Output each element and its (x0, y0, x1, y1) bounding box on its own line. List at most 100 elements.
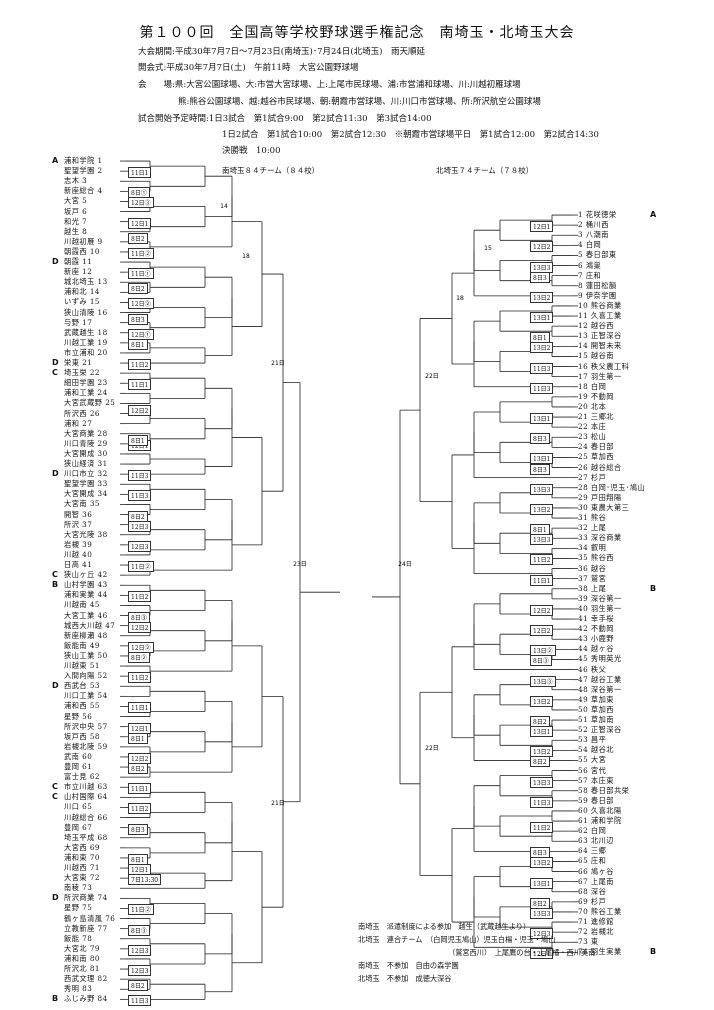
game-label: 12日② (128, 298, 154, 310)
team-name: 1 花咲徳栄 (578, 210, 617, 220)
info-line: 大会期間:平成30年7月7日〜7月23日(南埼玉)･7月24日(北埼玉) 雨天順… (138, 47, 425, 57)
team-name: 浦和北 14 (64, 287, 100, 297)
game-label: 12日3 (530, 928, 554, 940)
team-name: 37 鷲宮 (578, 573, 607, 583)
team-name: 栄東 21 (64, 358, 93, 368)
seed-mark: D (52, 257, 59, 267)
team-name: 大宮武蔵野 25 (64, 398, 116, 408)
game-label: 11日3 (530, 362, 554, 374)
game-label: 8日3 (530, 463, 550, 475)
game-label: 13日2 (530, 695, 554, 707)
team-name: 14 開智未来 (578, 341, 622, 351)
team-name: 66 鳩ヶ谷 (578, 866, 614, 876)
game-label: 7日13:30 (128, 874, 162, 886)
team-name: 和光 7 (64, 216, 88, 226)
team-name: 5 春日部東 (578, 250, 617, 260)
team-name: 3 八潮南 (578, 230, 609, 240)
team-name: 細田学園 23 (64, 378, 108, 388)
team-name: 大宮商業 28 (64, 428, 108, 438)
notes: 南埼玉 派遣制度による参加 越生（武蔵越生より） 北埼玉 連合チーム （白岡児玉… (358, 920, 595, 985)
team-name: 山村国際 64 (64, 792, 108, 802)
team-name: 狭山ヶ丘 42 (64, 570, 108, 580)
round-date-label: 15 (484, 245, 492, 252)
team-name: 朝霞西 10 (64, 246, 100, 256)
team-name: 川越工業 19 (64, 337, 108, 347)
page-title: 第１００回 全国高等学校野球選手権記念 南埼玉・北埼玉大会 (139, 25, 575, 41)
team-name: 61 浦和学院 (578, 816, 622, 826)
team-name: 城西大川越 47 (64, 620, 116, 630)
team-name: 63 北川辺 (578, 836, 614, 846)
team-name: 川越初雁 9 (64, 236, 103, 246)
team-name: 狭山経済 31 (64, 459, 108, 469)
round-date-label: 23日 (293, 561, 307, 568)
game-label: 8日③ (128, 924, 150, 936)
team-name: 埼玉平成 68 (64, 832, 108, 842)
team-name: 35 熊谷西 (578, 553, 614, 563)
team-name: 58 春日部共栄 (578, 785, 630, 795)
team-name: 40 羽生第一 (578, 603, 622, 613)
team-name: 16 秩父農工科 (578, 361, 630, 371)
team-name: 川口市立 32 (64, 469, 108, 479)
team-name: 城北埼玉 13 (64, 277, 108, 287)
info-line: 1日2試合 第1試合10:00 第2試合12:30 ※朝霞市営球場平日 第1試合… (222, 130, 599, 140)
game-label: 11日1 (128, 379, 152, 391)
note-line: 北埼玉 不参加 成徳大深谷 (358, 974, 452, 983)
team-name: 所沢 37 (64, 519, 93, 529)
game-label: 8日1 (128, 732, 148, 744)
seed-mark: A (650, 210, 657, 220)
team-name: 星野 56 (64, 711, 93, 721)
team-name: 開智 36 (64, 509, 93, 519)
seed-mark: B (52, 994, 59, 1004)
team-name: 26 越谷総合 (578, 462, 622, 472)
game-label: 11日2 (128, 591, 152, 603)
team-name: 34 叡明 (578, 543, 607, 553)
team-name: 市立浦和 20 (64, 347, 108, 357)
game-label: 8日1 (128, 434, 148, 446)
team-name: 70 熊谷工業 (578, 906, 622, 916)
team-name: 新座 12 (64, 267, 93, 277)
round-date-label: 24日 (398, 561, 412, 568)
team-name: 浦和工業 24 (64, 388, 108, 398)
round-date-label: 22日 (425, 745, 439, 752)
game-label: 11日3 (530, 382, 554, 394)
team-name: 60 久喜北陽 (578, 805, 622, 815)
team-name: 62 白岡 (578, 826, 607, 836)
game-label: 13日3 (530, 776, 554, 788)
seed-mark: C (52, 570, 58, 580)
game-label: 12日2 (530, 604, 554, 616)
round-date-label: 14 (220, 203, 228, 210)
game-label: 8日2 (128, 283, 148, 295)
team-name: 所沢中央 57 (64, 721, 108, 731)
team-name: 浦和東 70 (64, 852, 100, 862)
team-name: 10 熊谷商業 (578, 300, 622, 310)
game-label: 8日2 (128, 763, 148, 775)
team-name: 市立川越 63 (64, 782, 108, 792)
game-label: 11日3 (128, 490, 152, 502)
game-label: 13日2 (530, 342, 554, 354)
team-name: 17 羽生第一 (578, 371, 622, 381)
round-date-label: 18 (456, 295, 464, 302)
team-name: 浦和南 80 (64, 953, 100, 963)
game-label: 13日3 (530, 907, 554, 919)
info-line: 開会式:平成30年7月7日(土) 午前11時 大宮公園野球場 (138, 63, 359, 73)
seed-mark: C (52, 368, 58, 378)
team-name: 30 東農大第三 (578, 502, 630, 512)
south-region-heading: 南埼玉８４チーム（８４校） (222, 166, 320, 175)
game-label: 13日3 (530, 483, 554, 495)
team-name: 飯能南 49 (64, 640, 100, 650)
team-name: 53 昌平 (578, 735, 607, 745)
team-name: 18 白岡 (578, 381, 607, 391)
team-name: 大宮 5 (64, 196, 88, 206)
note-line: 北埼玉 連合チーム （白岡児玉鳩山）児玉白楊・児玉・鳩山 (358, 935, 556, 944)
game-label: 13日③ (530, 675, 556, 687)
game-label: 8日3 (128, 823, 148, 835)
team-name: 27 杉戸 (578, 472, 607, 482)
team-name: 岩槻北陵 59 (64, 741, 108, 751)
game-label: 12日2 (128, 621, 152, 633)
game-label: 11日2 (530, 822, 554, 834)
game-label: 8日2 (128, 980, 148, 992)
team-name: 日高 41 (64, 560, 93, 570)
game-label: 11日① (128, 268, 154, 280)
team-name: 54 越谷北 (578, 745, 614, 755)
team-name: 23 松山 (578, 432, 607, 442)
